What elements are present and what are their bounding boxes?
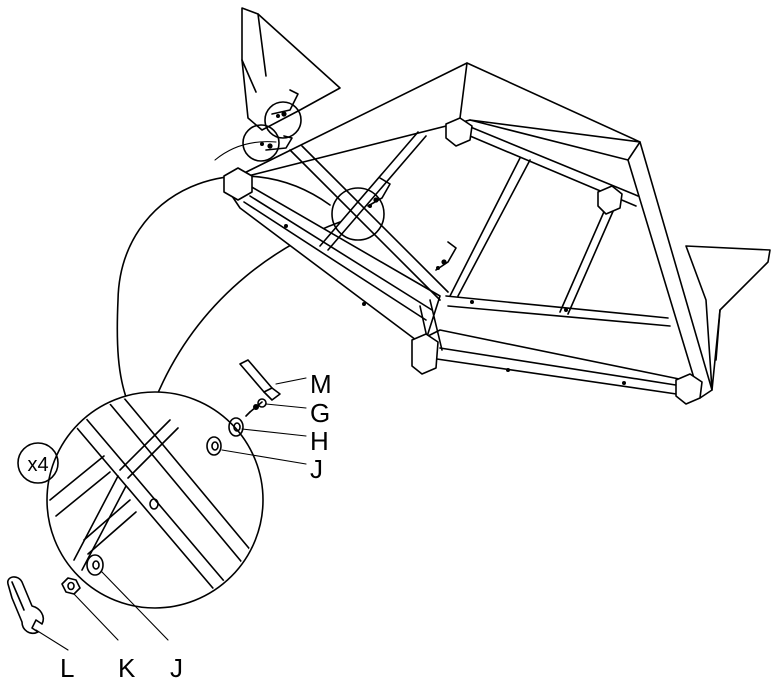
leader-lines xyxy=(35,377,307,651)
hex-key-m-icon xyxy=(239,359,273,393)
nut-k-icon xyxy=(61,577,81,595)
flat-washer-j2-icon xyxy=(86,554,104,576)
flat-washer-j-icon xyxy=(206,436,222,456)
quantity-badge: x4 xyxy=(17,442,59,484)
callout-label-k: K xyxy=(118,653,136,683)
callout-label-j-bottom: J xyxy=(170,653,183,683)
frame-detail-markers xyxy=(242,101,385,241)
callout-labels: M G H J L K J xyxy=(60,369,332,683)
callout-label-g: G xyxy=(310,398,330,428)
detail-zoom-circle xyxy=(46,391,264,609)
callout-label-l: L xyxy=(60,653,74,683)
callout-label-h: H xyxy=(310,426,329,456)
lock-washer-h-icon xyxy=(228,417,244,437)
quantity-badge-text: x4 xyxy=(27,454,48,476)
hardware-parts xyxy=(7,359,281,635)
callout-label-j-top: J xyxy=(310,454,323,484)
wrench-l-icon xyxy=(7,576,45,635)
hex-key-markers xyxy=(260,89,457,271)
bolt-g-icon xyxy=(245,398,267,417)
callout-label-m: M xyxy=(310,369,332,399)
table-frame xyxy=(223,7,771,405)
